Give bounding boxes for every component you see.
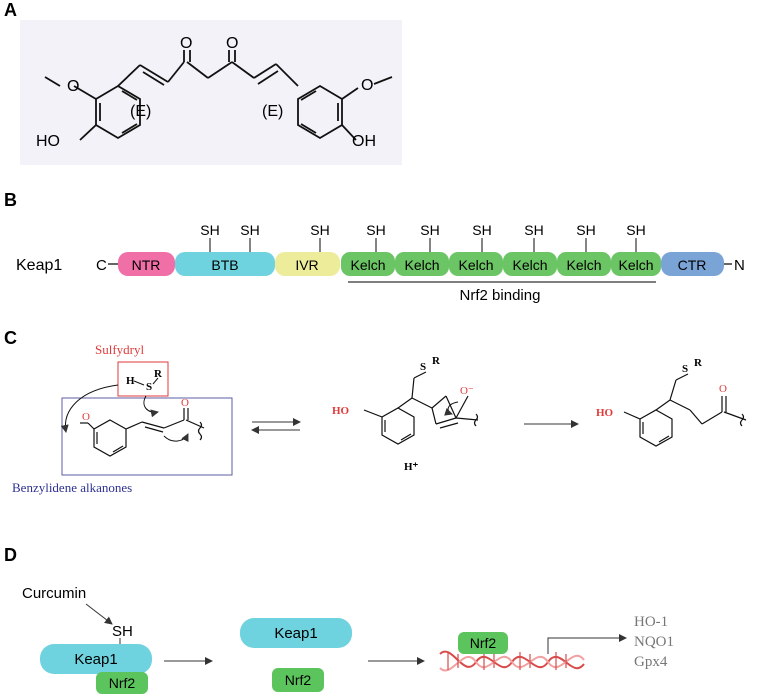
stereo-label-left: (E) xyxy=(130,103,151,120)
domain-label-kelch-6: Kelch xyxy=(618,257,653,273)
domain-label-kelch-4: Kelch xyxy=(512,257,547,273)
stereo-label-right: (E) xyxy=(262,103,283,120)
panel-label-b: B xyxy=(4,190,17,210)
n-terminus-letter: N xyxy=(734,257,745,274)
gene-nqo1: NQO1 xyxy=(634,634,674,650)
ketone-o-left: O xyxy=(180,35,192,52)
domain-btb xyxy=(175,252,275,276)
enolate-s: S xyxy=(420,361,426,373)
curly-arrow-3 xyxy=(163,433,189,443)
methoxy-o-left: O xyxy=(67,78,79,95)
sulfydryl-box xyxy=(117,361,169,397)
domain-label-kelch-1: Kelch xyxy=(350,257,385,273)
enolate-oxygen: O⁻ xyxy=(460,385,474,397)
domain-ntr xyxy=(118,252,175,276)
nrf2-dna-label: Nrf2 xyxy=(470,635,497,651)
domain-kelch-1 xyxy=(341,252,395,276)
domain-label-ivr: IVR xyxy=(295,257,318,273)
sh-label-kelch-2: SH xyxy=(420,222,439,238)
domain-kelch-5 xyxy=(557,252,611,276)
thiol-s: S xyxy=(146,381,152,393)
curcumin-structure: O HO O O (E) (E) O OH xyxy=(20,20,402,165)
benzylidene-box xyxy=(61,397,233,476)
michael-addition-mechanism: Sulfydryl H S R Benzylidene alkanones xyxy=(12,342,747,495)
curcumin-label: Curcumin xyxy=(22,585,86,602)
sh-label-kelch-5: SH xyxy=(576,222,595,238)
curly-arrow-2 xyxy=(143,395,159,418)
domain-ivr xyxy=(275,252,340,276)
curly-arrow-1 xyxy=(60,384,119,433)
transcription-arrow xyxy=(547,634,627,654)
keap1-free-box xyxy=(240,618,352,648)
c-terminus-letter: C xyxy=(96,257,107,274)
hydroxyl-right: OH xyxy=(352,133,376,150)
product-ho: HO xyxy=(596,407,614,419)
keap1-domain-map: Keap1 C N NTR BTB IVR Kelch Kelch Kelch … xyxy=(16,222,745,304)
keap1-label: Keap1 xyxy=(16,257,62,274)
dna-helix-icon xyxy=(439,650,585,672)
nrf2-bound-label: Nrf2 xyxy=(109,675,136,691)
enolate-r: R xyxy=(432,355,441,367)
sh-label-kelch-4: SH xyxy=(524,222,543,238)
domain-label-btb: BTB xyxy=(211,257,238,273)
product-s: S xyxy=(682,363,688,375)
sh-label-kelch-3: SH xyxy=(472,222,491,238)
keap1-bound-box xyxy=(40,644,152,674)
product-oxygen: O xyxy=(719,383,727,395)
sh-label-ivr: SH xyxy=(310,222,329,238)
domain-label-ntr: NTR xyxy=(132,257,161,273)
methoxy-o-right: O xyxy=(361,77,373,94)
sh-label-d: SH xyxy=(112,623,133,640)
nrf2-bound-box xyxy=(96,672,148,694)
sh-label-btb-2: SH xyxy=(240,222,259,238)
sh-label-btb-1: SH xyxy=(200,222,219,238)
domain-label-kelch-5: Kelch xyxy=(566,257,601,273)
panel-label-a: A xyxy=(4,0,17,20)
domain-kelch-4 xyxy=(503,252,557,276)
sulfydryl-label: Sulfydryl xyxy=(95,342,145,357)
domain-ctr xyxy=(661,252,724,276)
methoxy-oxygen: O xyxy=(82,411,90,423)
proton: H⁺ xyxy=(404,461,419,473)
domain-kelch-3 xyxy=(449,252,503,276)
benzylidene-label: Benzylidene alkanones xyxy=(12,480,132,495)
product-r: R xyxy=(694,357,703,369)
nrf2-free-box xyxy=(272,668,324,692)
nrf2-dna-box xyxy=(458,632,508,654)
thiol-r: R xyxy=(154,368,163,380)
domain-label-kelch-2: Kelch xyxy=(404,257,439,273)
sh-label-kelch-6: SH xyxy=(626,222,645,238)
nrf2-free-label: Nrf2 xyxy=(285,672,312,688)
panel-label-d: D xyxy=(4,545,17,565)
gene-ho1: HO-1 xyxy=(634,614,668,630)
domain-label-ctr: CTR xyxy=(678,257,707,273)
keap1-free-label: Keap1 xyxy=(274,625,317,642)
carbonyl-oxygen-1: O xyxy=(181,397,189,409)
thiol-h: H xyxy=(126,375,135,387)
domain-kelch-2 xyxy=(395,252,449,276)
ketone-o-right: O xyxy=(226,35,238,52)
keap1-bound-label: Keap1 xyxy=(74,651,117,668)
sh-label-kelch-1: SH xyxy=(366,222,385,238)
panel-label-c: C xyxy=(4,328,17,348)
enolate-ho: HO xyxy=(332,405,350,417)
curcumin-arrow xyxy=(85,603,113,625)
domain-kelch-6 xyxy=(611,252,661,276)
gene-gpx4: Gpx4 xyxy=(634,654,668,670)
hydroxyl-left: HO xyxy=(36,133,60,150)
nrf2-binding-label: Nrf2 binding xyxy=(460,287,541,304)
domain-label-kelch-3: Kelch xyxy=(458,257,493,273)
keap1-nrf2-pathway: Curcumin SH Keap1 Nrf2 Keap1 Nrf2 xyxy=(22,585,674,694)
